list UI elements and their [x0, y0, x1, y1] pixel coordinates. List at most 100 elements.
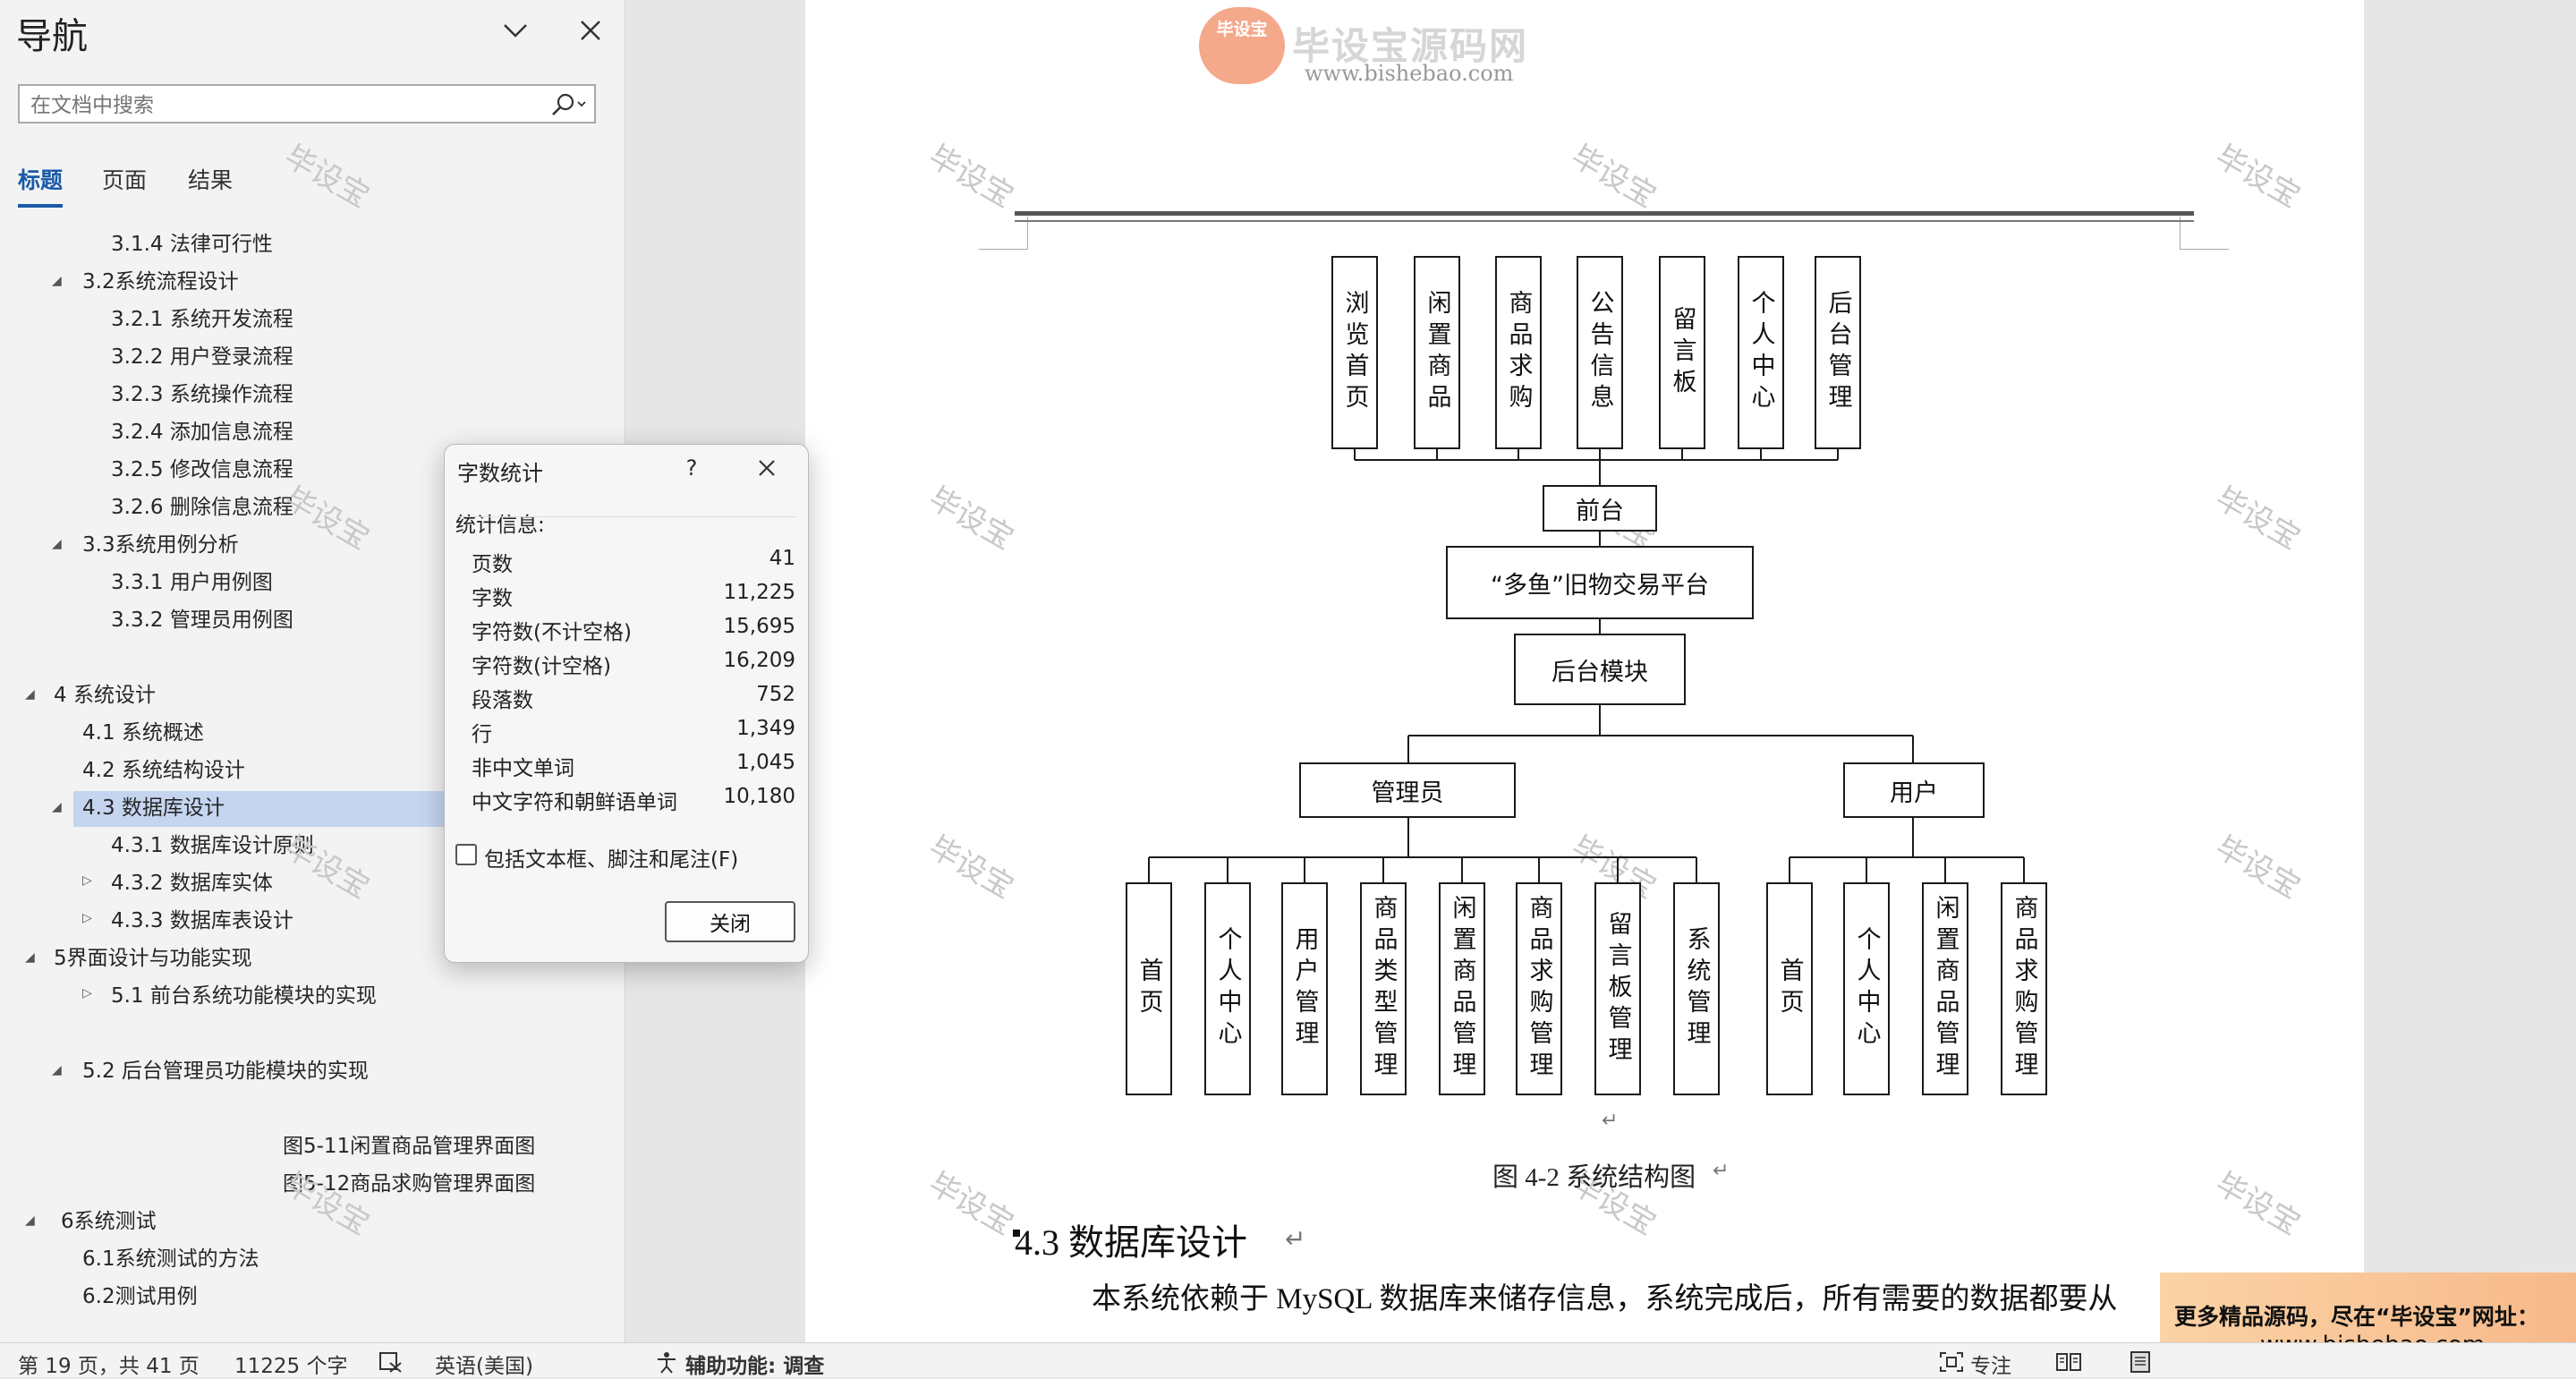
status-bar: 第 19 页，共 41 页 11225 个字 英语(美国) 辅助功能: 调查 专…	[0, 1342, 2576, 1378]
paragraph-mark-icon: ↵	[1285, 1224, 1306, 1254]
read-mode-icon[interactable]	[2054, 1350, 2083, 1374]
close-icon[interactable]	[573, 13, 608, 48]
stat-value: 1,045	[736, 751, 795, 774]
proofing-icon[interactable]	[378, 1350, 404, 1374]
tree-item[interactable]: 4.3.1 数据库设计原则	[111, 834, 314, 857]
diagram-node: 系统管理	[1673, 882, 1720, 1095]
heading-bullet	[1013, 1230, 1020, 1237]
diagram-node: 商品求购	[1495, 256, 1542, 449]
close-icon[interactable]	[749, 452, 785, 484]
stat-value: 10,180	[723, 785, 795, 808]
collapsed-arrow-icon[interactable]: ▷	[82, 873, 92, 888]
search-box[interactable]	[18, 84, 596, 123]
status-page-count[interactable]: 第 19 页，共 41 页	[18, 1355, 200, 1378]
diagram-node: 商品类型管理	[1360, 882, 1407, 1095]
tree-item[interactable]: 3.2.2 用户登录流程	[111, 345, 293, 369]
tree-item[interactable]: 3.1.4 法律可行性	[111, 233, 273, 256]
tab-headings[interactable]: 标题	[18, 167, 64, 193]
tree-item[interactable]: 4 系统设计	[54, 684, 156, 707]
expanded-arrow-icon[interactable]: ◢	[25, 950, 35, 965]
logo-badge-text: 毕设宝	[1216, 20, 1268, 39]
tree-item[interactable]: 5界面设计与功能实现	[54, 947, 252, 970]
diagram-node: 商品求购管理	[1516, 882, 1562, 1095]
tree-item[interactable]: 5.1 前台系统功能模块的实现	[111, 984, 377, 1008]
diagram-node: 商品求购管理	[2001, 882, 2047, 1095]
tree-item[interactable]: 5.2 后台管理员功能模块的实现	[82, 1060, 369, 1083]
divider	[457, 516, 795, 517]
accessibility-icon[interactable]	[653, 1350, 680, 1374]
stat-value: 41	[769, 547, 795, 570]
tree-item[interactable]: 3.2.3 系统操作流程	[111, 383, 293, 406]
include-footnotes-checkbox[interactable]	[455, 844, 477, 865]
tree-item[interactable]: 图5-11闲置商品管理界面图	[283, 1135, 536, 1158]
status-focus[interactable]: 专注	[1970, 1355, 2011, 1378]
focus-icon[interactable]	[1938, 1350, 1965, 1374]
tab-results[interactable]: 结果	[188, 167, 234, 193]
search-input[interactable]	[29, 91, 533, 120]
tree-item[interactable]: 3.2.1 系统开发流程	[111, 308, 293, 331]
diagram-node: 浏览首页	[1331, 256, 1378, 449]
expanded-arrow-icon[interactable]: ◢	[52, 800, 62, 814]
tree-item[interactable]: 3.2.6 删除信息流程	[111, 496, 293, 519]
print-layout-icon[interactable]	[2126, 1350, 2155, 1374]
status-language[interactable]: 英语(美国)	[435, 1355, 533, 1378]
tree-item-selected[interactable]: 4.3 数据库设计	[82, 796, 225, 820]
tab-pages[interactable]: 页面	[102, 167, 148, 193]
tree-item[interactable]: 图5-12商品求购管理界面图	[283, 1172, 536, 1196]
diagram-node: 个人中心	[1843, 882, 1890, 1095]
status-word-count[interactable]: 11225 个字	[234, 1355, 348, 1378]
tree-item[interactable]: 4.1 系统概述	[82, 721, 204, 745]
expanded-arrow-icon[interactable]: ◢	[52, 537, 62, 551]
diagram-node: 闲置商品管理	[1439, 882, 1485, 1095]
tree-item[interactable]: 4.3.2 数据库实体	[111, 872, 273, 895]
chevron-down-icon[interactable]	[497, 13, 533, 48]
tree-item[interactable]: 4.3.3 数据库表设计	[111, 909, 293, 932]
site-logo: 毕设宝 毕设宝源码网 www.bishebao.com	[1199, 7, 1628, 86]
page-corner-mark	[2180, 217, 2229, 250]
collapsed-arrow-icon[interactable]: ▷	[82, 911, 92, 925]
stat-label: 字符数(计空格)	[472, 655, 611, 678]
stat-label: 行	[472, 723, 492, 746]
dialog-title: 字数统计	[457, 461, 543, 486]
diagram-node: 个人中心	[1738, 256, 1784, 449]
stat-label: 字数	[472, 587, 513, 610]
expanded-arrow-icon[interactable]: ◢	[52, 1063, 62, 1077]
include-footnotes-label[interactable]: 包括文本框、脚注和尾注(F)	[484, 848, 739, 872]
diagram-node-admin: 管理员	[1299, 762, 1516, 818]
paragraph-mark-icon: ↵	[1602, 1110, 1619, 1132]
tree-item[interactable]: 4.2 系统结构设计	[82, 759, 245, 782]
expanded-arrow-icon[interactable]: ◢	[25, 1213, 35, 1228]
expanded-arrow-icon[interactable]: ◢	[52, 274, 62, 288]
help-button[interactable]: ?	[685, 455, 698, 481]
diagram-node: 公告信息	[1577, 256, 1623, 449]
collapsed-arrow-icon[interactable]: ▷	[82, 986, 92, 1000]
tree-item[interactable]: 6.1系统测试的方法	[82, 1247, 259, 1271]
search-icon[interactable]	[548, 91, 587, 118]
diagram-node: 首页	[1126, 882, 1172, 1095]
tree-item[interactable]: 3.2系统流程设计	[82, 270, 239, 294]
nav-title: 导航	[16, 16, 88, 57]
diagram-node: 闲置商品管理	[1922, 882, 1968, 1095]
stat-value: 15,695	[723, 615, 795, 638]
diagram-node: 个人中心	[1204, 882, 1251, 1095]
logo-badge: 毕设宝	[1199, 7, 1285, 84]
tree-item[interactable]: 6系统测试	[61, 1210, 157, 1233]
status-accessibility[interactable]: 辅助功能: 调查	[685, 1355, 825, 1378]
tree-item[interactable]: 3.3.2 管理员用例图	[111, 609, 293, 632]
figure-caption: 图 4-2 系统结构图	[1492, 1163, 1696, 1192]
tree-item[interactable]: 6.2测试用例	[82, 1285, 198, 1308]
stat-value: 16,209	[723, 649, 795, 672]
diagram-node-platform: “多鱼”旧物交易平台	[1446, 546, 1754, 619]
tree-item[interactable]: 3.2.4 添加信息流程	[111, 421, 293, 444]
logo-url: www.bishebao.com	[1305, 61, 1514, 86]
tree-item[interactable]: 3.2.5 修改信息流程	[111, 458, 293, 481]
tree-item[interactable]: 3.3.1 用户用例图	[111, 571, 273, 594]
close-button[interactable]: 关闭	[665, 901, 795, 942]
tree-item[interactable]: 3.3系统用例分析	[82, 533, 239, 557]
expanded-arrow-icon[interactable]: ◢	[25, 687, 35, 702]
